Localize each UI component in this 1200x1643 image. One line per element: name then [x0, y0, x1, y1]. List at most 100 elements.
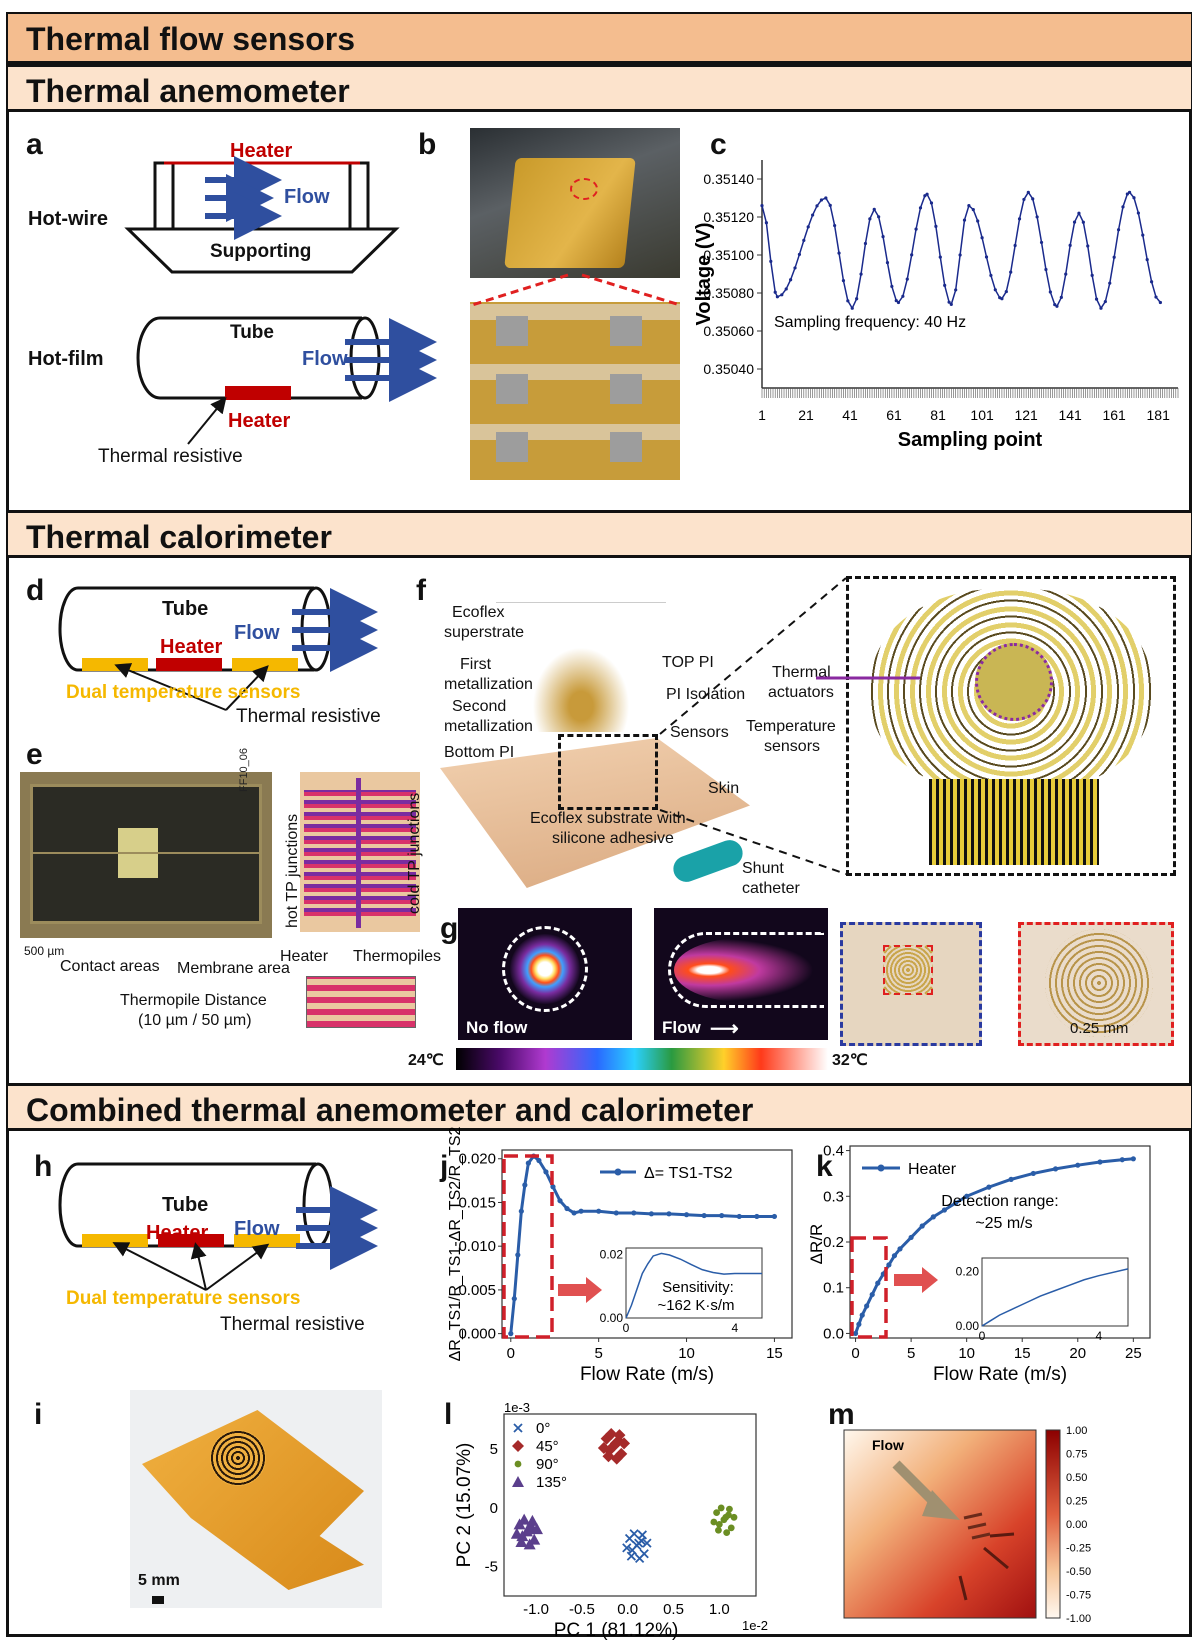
data-point: [980, 236, 984, 240]
zoom-arrow: [558, 1277, 602, 1303]
data-point: [760, 204, 764, 208]
flow-arrow-icon: ⟶: [710, 1018, 739, 1040]
data-point: [522, 1182, 528, 1188]
panel-label-e: e: [26, 738, 43, 771]
data-point: [859, 272, 863, 276]
data-point: [930, 1214, 936, 1220]
x-tick-label: 25: [1125, 1345, 1142, 1362]
heater-label-a: Heater: [230, 140, 293, 162]
data-point: [949, 302, 953, 306]
thermal-resistive-label-h: Thermal resistive: [220, 1314, 365, 1335]
data-point: [929, 201, 934, 205]
data-point: [986, 1184, 992, 1190]
thermopile-distance-values: (10 µm / 50 µm): [138, 1012, 252, 1029]
legend-label: Heater: [908, 1161, 957, 1178]
data-point: [901, 294, 905, 298]
inset-y-tick: 0.00: [956, 1319, 980, 1333]
electrode-closeup-photo: [470, 302, 680, 480]
data-point: [1090, 273, 1094, 277]
heater-label-d: Heater: [160, 636, 223, 658]
y-tick-label: 0.010: [458, 1238, 496, 1255]
data-point: [852, 1330, 859, 1337]
scatter-point: [723, 1529, 731, 1536]
hot-film-label: Hot-film: [28, 348, 104, 370]
no-flow-label: No flow: [466, 1018, 528, 1037]
data-point: [564, 1205, 570, 1212]
scatter-point: [634, 1538, 644, 1548]
data-point: [947, 300, 951, 304]
data-point: [806, 225, 810, 229]
y-tick-label: 0.35120: [703, 209, 754, 225]
inset-y-tick: 0.00: [600, 1311, 624, 1325]
inset-frame: [981, 1257, 1129, 1327]
data-point: [536, 1157, 542, 1164]
colorbar: [1045, 1429, 1061, 1619]
figure-frame: [6, 12, 1192, 1637]
panel-label-g: g: [440, 912, 459, 945]
substrate-label-1: Ecoflex substrate with: [530, 810, 686, 827]
data-point: [993, 288, 997, 292]
panel-label-i: i: [34, 1398, 43, 1431]
data-point: [557, 1198, 563, 1204]
inset-x-tick: 0: [623, 1321, 630, 1335]
x-axis-label: PC 1 (81.12%): [554, 1620, 679, 1641]
colorbar-tick: 0.25: [1066, 1496, 1087, 1508]
scatter-point: [715, 1526, 722, 1534]
data-point: [736, 1213, 742, 1220]
data-point: [859, 1312, 865, 1318]
data-point: [1017, 217, 1022, 221]
inset-x-tick: 4: [731, 1321, 738, 1335]
hot-tp-junctions-label: hot TP junctions: [284, 813, 301, 928]
data-point: [518, 1208, 524, 1214]
inset-x-tick: 4: [1095, 1329, 1102, 1343]
voltage-chart: 0.350400.350600.350800.351000.351200.351…: [693, 160, 1179, 451]
data-point: [872, 207, 876, 211]
dual-sensors-label-h: Dual temperature sensors: [66, 1288, 301, 1309]
thermal-image-no-flow: [458, 908, 632, 1040]
data-point: [1136, 211, 1140, 215]
thermal-resistive-label-a: Thermal resistive: [98, 446, 243, 467]
data-point: [780, 293, 784, 297]
data-point: [1127, 190, 1132, 194]
y-tick-label: 0.015: [458, 1194, 496, 1211]
x-tick-label: 15: [766, 1345, 783, 1362]
x-axis-label: Flow Rate (m/s): [933, 1364, 1067, 1385]
x-tick-label: 141: [1058, 407, 1082, 423]
shunt-label-2: catheter: [742, 880, 800, 897]
scatter-point: [618, 1437, 631, 1450]
scatter-point: [717, 1504, 725, 1512]
data-point: [910, 253, 914, 257]
data-point: [815, 204, 819, 208]
data-point: [1009, 270, 1013, 274]
scatter-point: [726, 1505, 733, 1513]
x-tick-label: 0: [507, 1345, 515, 1362]
scatter-point: [642, 1538, 652, 1548]
y-tick-label: -5: [485, 1559, 498, 1576]
inset-frame: [625, 1247, 763, 1319]
colorbar-tick: 1.00: [1066, 1425, 1087, 1437]
zoom-lines: [471, 273, 681, 307]
data-point: [856, 1321, 862, 1327]
combined-header: Combined thermal anemometer and calorime…: [8, 1083, 1191, 1131]
panel-label-j: j: [440, 1150, 449, 1183]
y-tick-label: 0.35100: [703, 247, 754, 263]
data-point: [1112, 255, 1116, 259]
data-point: [976, 219, 980, 223]
plot-frame: [501, 1149, 793, 1339]
data-point: [850, 306, 854, 310]
data-point: [769, 259, 773, 263]
tube-label-d: Tube: [162, 598, 209, 620]
data-point: [1030, 1170, 1036, 1177]
data-point: [1154, 295, 1158, 299]
data-point: [824, 196, 828, 200]
data-point: [868, 217, 872, 221]
data-point: [571, 1210, 577, 1216]
highlight-box: [502, 1154, 554, 1339]
inset-annotation-2: ~162 K·s/m: [657, 1297, 734, 1314]
scatter-point: [609, 1437, 622, 1450]
data-point: [1004, 289, 1008, 294]
tube-schematic-d: [58, 586, 378, 711]
vector-arrow: [958, 1575, 968, 1601]
skin-label: Skin: [708, 780, 740, 797]
